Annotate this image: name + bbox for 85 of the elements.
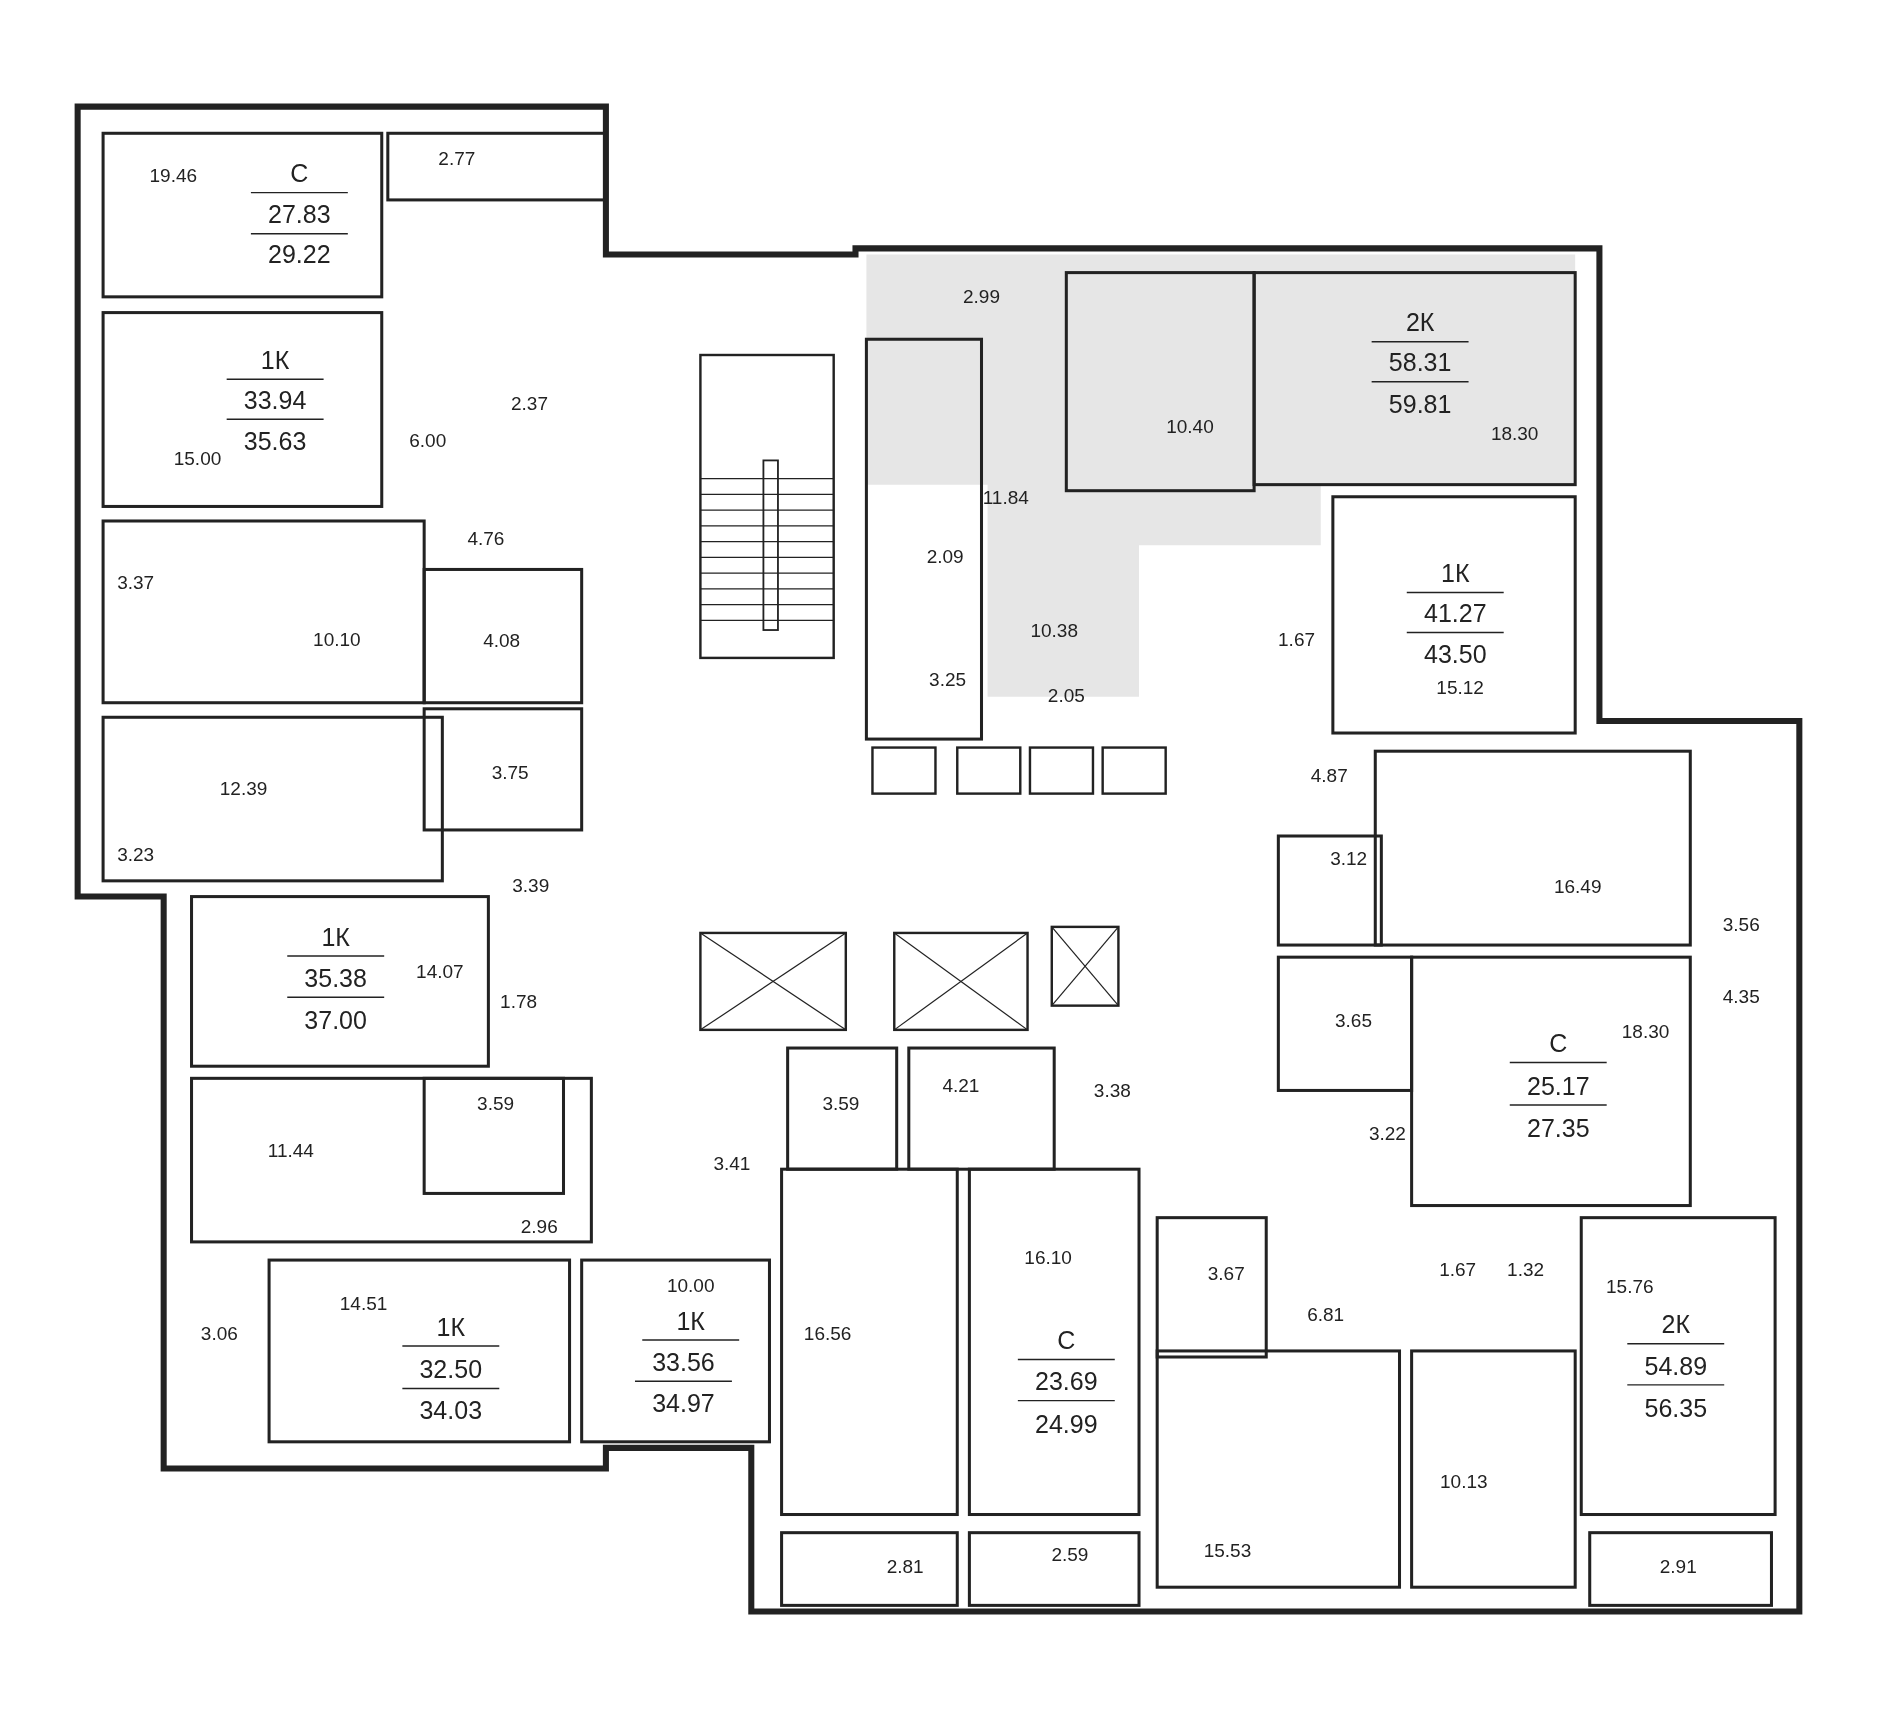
room-area: 3.39 <box>512 874 550 897</box>
room-area: 3.75 <box>491 762 529 785</box>
room-area: 3.65 <box>1335 1010 1372 1033</box>
room-area: 11.84 <box>982 487 1029 509</box>
apartment-area: 37.00 <box>304 1005 367 1035</box>
room-area: 4.08 <box>483 630 521 652</box>
apartment-area: 34.03 <box>419 1395 483 1425</box>
apartment-area: 33.56 <box>652 1347 715 1377</box>
room-area: 1.32 <box>1507 1258 1545 1281</box>
room-area: 3.22 <box>1368 1123 1406 1146</box>
room-area: 2.99 <box>963 285 1000 308</box>
room-area: 16.10 <box>1024 1246 1072 1269</box>
apartment-area: 34.97 <box>652 1388 715 1418</box>
room-area: 10.10 <box>313 628 361 651</box>
room-area: 3.23 <box>117 844 155 867</box>
apartment-area: 56.35 <box>1644 1393 1708 1423</box>
room-area: 10.38 <box>1030 620 1078 643</box>
apartment-type: 1К <box>676 1306 705 1336</box>
apartment-area: 54.89 <box>1644 1351 1708 1381</box>
room-area: 6.00 <box>409 430 447 453</box>
room-area: 11.44 <box>267 1140 314 1163</box>
apartment-area: 27.35 <box>1527 1113 1590 1143</box>
room-area: 4.21 <box>942 1074 980 1097</box>
room-area: 2.05 <box>1047 684 1085 707</box>
apartment-area: 27.83 <box>268 199 331 229</box>
room-area: 12.39 <box>219 777 268 800</box>
room-area: 3.12 <box>1330 848 1368 871</box>
room-area: 4.35 <box>1722 986 1760 1009</box>
room-area: 1.78 <box>500 991 538 1014</box>
apartment-area: 24.99 <box>1035 1409 1098 1439</box>
room-area: 1.67 <box>1439 1258 1477 1281</box>
room-area: 19.46 <box>149 164 198 187</box>
room-area: 3.56 <box>1722 913 1760 936</box>
room-area: 3.41 <box>713 1153 751 1176</box>
room-area: 15.00 <box>173 448 222 471</box>
apartment-area: 29.22 <box>268 239 331 269</box>
room-area: 10.40 <box>1166 415 1214 438</box>
room-area: 18.30 <box>1490 422 1539 445</box>
apartment-area: 43.50 <box>1424 639 1487 669</box>
room-area: 10.00 <box>666 1274 715 1297</box>
room-area: 2.91 <box>1659 1555 1697 1578</box>
room-area: 2.59 <box>1051 1543 1089 1566</box>
apartment-area: 35.38 <box>304 963 367 993</box>
apartment-type: 2К <box>1405 307 1435 337</box>
apartment-area: 35.63 <box>243 426 307 456</box>
apartment-area: 23.69 <box>1035 1366 1098 1396</box>
room-area: 1.67 <box>1278 628 1316 651</box>
room-area: 3.38 <box>1093 1079 1131 1102</box>
apartment-area: 32.50 <box>419 1354 483 1384</box>
room-area: 3.59 <box>822 1092 860 1115</box>
room-area: 4.87 <box>1310 764 1348 787</box>
room-area: 3.25 <box>929 668 967 691</box>
room-area: 3.67 <box>1207 1262 1245 1285</box>
room-area: 14.07 <box>416 960 464 983</box>
apartment-type: 1К <box>436 1312 465 1342</box>
room-area: 14.51 <box>339 1292 388 1315</box>
room-area: 15.12 <box>1436 677 1484 700</box>
apartment-type: С <box>290 158 309 188</box>
apartment-type: 1К <box>260 345 290 375</box>
room-area: 2.09 <box>926 546 964 569</box>
room-area: 16.49 <box>1553 876 1602 898</box>
room-area: 2.81 <box>886 1555 924 1578</box>
room-area: 16.56 <box>803 1323 852 1346</box>
room-area: 15.76 <box>1606 1275 1654 1298</box>
apartment-area: 41.27 <box>1424 598 1487 628</box>
room-area: 4.76 <box>467 528 505 551</box>
apartment-area: 59.81 <box>1388 389 1452 418</box>
room-area: 2.96 <box>520 1216 558 1239</box>
room-area: 3.59 <box>477 1092 515 1115</box>
room-area: 2.77 <box>438 147 476 170</box>
room-area: 15.53 <box>1203 1540 1252 1562</box>
room-area: 3.37 <box>117 571 155 594</box>
apartment-type: 2К <box>1661 1309 1691 1339</box>
room-area: 10.13 <box>1440 1470 1488 1493</box>
apartment-type: 1К <box>1441 558 1470 588</box>
room-area: 18.30 <box>1621 1021 1670 1044</box>
apartment-type: 1К <box>321 922 350 952</box>
room-area: 6.81 <box>1307 1303 1345 1326</box>
apartment-area: 58.31 <box>1388 347 1452 377</box>
apartment-area: 33.94 <box>243 385 307 415</box>
apartment-type: С <box>1549 1028 1568 1058</box>
room-area: 2.37 <box>511 392 548 415</box>
room-area: 3.06 <box>200 1323 238 1346</box>
apartment-area: 25.17 <box>1527 1071 1590 1101</box>
apartment-type: С <box>1057 1325 1076 1355</box>
